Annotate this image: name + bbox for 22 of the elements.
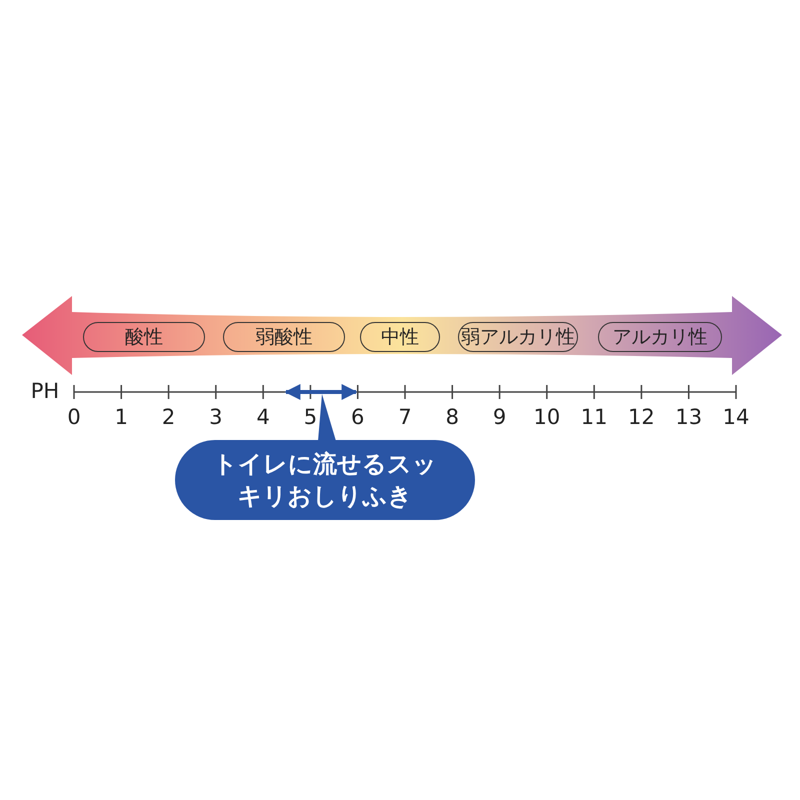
tick-label: 13 [675, 405, 702, 429]
tick-label: 9 [492, 405, 506, 429]
category-pill: アルカリ性 [598, 322, 722, 352]
tick-label: 6 [351, 405, 364, 429]
tick-label: 4 [256, 405, 270, 429]
tick-label: 10 [533, 405, 560, 429]
axis-title: PH [30, 379, 60, 403]
tick-label: 14 [722, 405, 750, 429]
category-pill: 弱酸性 [223, 322, 345, 352]
tick-label: 0 [67, 405, 81, 429]
tick-label: 12 [628, 405, 655, 429]
tick-label: 2 [162, 405, 176, 429]
category-pill: 中性 [360, 322, 440, 352]
callout-bubble: トイレに流せるスッキリおしりふき [175, 440, 475, 520]
category-pill: 酸性 [83, 322, 205, 352]
category-pill: 弱アルカリ性 [458, 322, 578, 352]
tick-label: 5 [304, 405, 318, 429]
tick-label: 7 [398, 405, 412, 429]
tick-label: 8 [446, 405, 459, 429]
tick-label: 3 [209, 405, 223, 429]
tick-label: 1 [114, 405, 128, 429]
tick-label: 11 [580, 405, 608, 429]
